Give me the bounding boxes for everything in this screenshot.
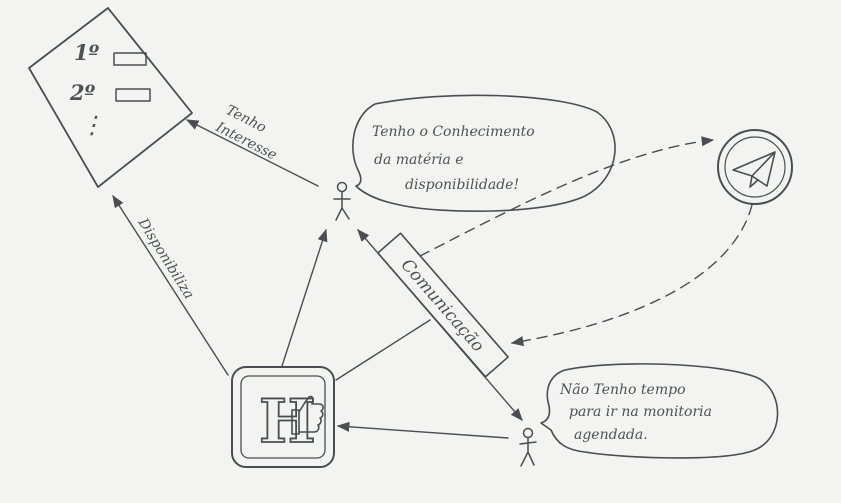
ranking-list: 1º 2º ⋮ <box>28 7 193 188</box>
app-to-tutor-arrow <box>281 228 328 367</box>
student-bubble-line-1: Não Tenho tempo <box>559 382 686 398</box>
provides-arrow <box>112 194 229 376</box>
app-letter: H <box>259 387 316 457</box>
tutor-bubble-line-1: Tenho o Conhecimento <box>372 124 535 140</box>
tutor-bubble-line-2: da matéria e <box>374 152 464 168</box>
rank-label: 2º <box>69 80 96 105</box>
app-to-communication-line <box>335 319 431 381</box>
tutor-speech-bubble: Tenho o Conhecimento da matéria e dispon… <box>352 94 616 213</box>
rank-bar <box>115 88 151 102</box>
thumbs-up-icon <box>291 395 324 435</box>
student-speech-bubble: Não Tenho tempo para ir na monitoria age… <box>540 363 779 459</box>
app-icon: H <box>231 366 335 468</box>
ranking-row-1: 1º <box>74 40 147 66</box>
student-bubble-line-2: para ir na monitoria <box>569 404 712 420</box>
interest-arrow <box>185 119 319 187</box>
student-to-app-arrow <box>336 421 509 439</box>
communication-channel: Comunicação <box>357 229 523 421</box>
tutor-bubble-line-3: disponibilidade! <box>405 177 519 193</box>
ranking-row-2: 2º <box>69 80 151 105</box>
student-bubble-line-3: agendada. <box>574 427 648 443</box>
disponibiliza-label: Disponibiliza <box>134 215 197 302</box>
from-messenger-dashed-arrow <box>510 204 753 347</box>
tutor-stick-figure <box>333 181 351 221</box>
paper-plane-icon <box>717 129 793 205</box>
rank-label: 1º <box>74 40 100 65</box>
comunicacao-label: Comunicação <box>397 255 488 356</box>
student-stick-figure <box>519 427 537 467</box>
rank-bar <box>113 52 147 66</box>
to-messenger-dashed-arrow <box>419 136 715 257</box>
ranking-ellipsis: ⋮ <box>80 111 104 139</box>
